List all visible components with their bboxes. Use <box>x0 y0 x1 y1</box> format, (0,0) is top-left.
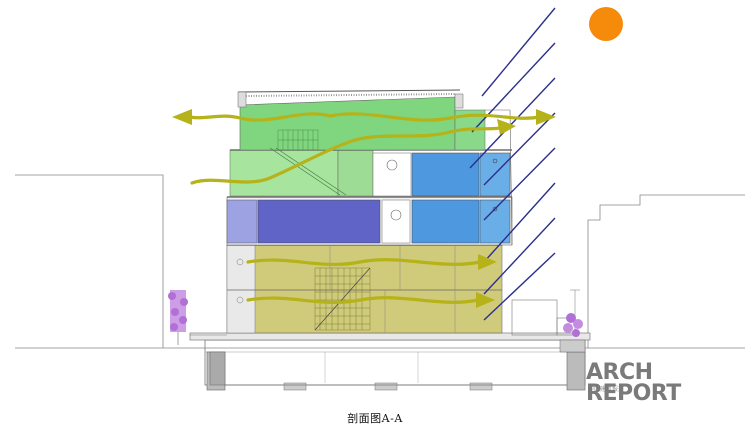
foundation <box>204 339 586 391</box>
sun-icon <box>589 7 623 41</box>
sun-ray <box>483 182 556 263</box>
sun-rays <box>469 7 556 321</box>
watermark-logo: ARCH 中国建筑报道 REPORT <box>586 362 746 412</box>
building-structure <box>190 89 586 386</box>
sun-ray <box>469 77 556 169</box>
arrow-head-floor1 <box>476 292 495 308</box>
right-neighbor-outline <box>587 194 745 348</box>
zone-purple <box>257 199 381 244</box>
ground-slab <box>189 332 591 341</box>
arrow-head-left <box>172 109 192 125</box>
arrow-head-floor2 <box>478 254 497 270</box>
stair-upper <box>277 129 319 151</box>
zone-lower-olive <box>226 244 503 334</box>
zone-blue-upper <box>411 152 480 197</box>
stair-diagonal <box>269 147 341 196</box>
zone-blue-mid <box>411 199 480 244</box>
watermark-line2: REPORT <box>586 381 681 406</box>
airflow-floor1 <box>246 296 480 304</box>
roof-line <box>237 89 461 93</box>
plant-icon <box>168 290 188 345</box>
airflow-floor2 <box>246 258 482 266</box>
watermark-line1: ARCH <box>586 360 653 385</box>
arrow-head-right-top <box>536 109 556 125</box>
sun-ray <box>481 7 556 97</box>
sun-ray <box>483 252 556 321</box>
sun-ray <box>471 42 556 133</box>
airflow-top-right <box>328 112 542 122</box>
airflow-mid-curve <box>190 126 502 185</box>
airflow-top-left <box>188 112 332 122</box>
arrow-head-mid <box>497 119 516 135</box>
sun-ray <box>483 147 556 221</box>
right-annex <box>511 299 558 336</box>
airflow-arrows <box>172 109 556 308</box>
diagram-caption: 剖面图A-A <box>347 412 403 425</box>
watermark-cn: 中国建筑报道 <box>588 386 625 393</box>
stair-lower <box>314 267 371 331</box>
sun-ray <box>483 112 556 186</box>
plant-icon <box>563 313 583 337</box>
sun-ray <box>483 217 556 295</box>
left-neighbor-outline <box>15 174 164 348</box>
